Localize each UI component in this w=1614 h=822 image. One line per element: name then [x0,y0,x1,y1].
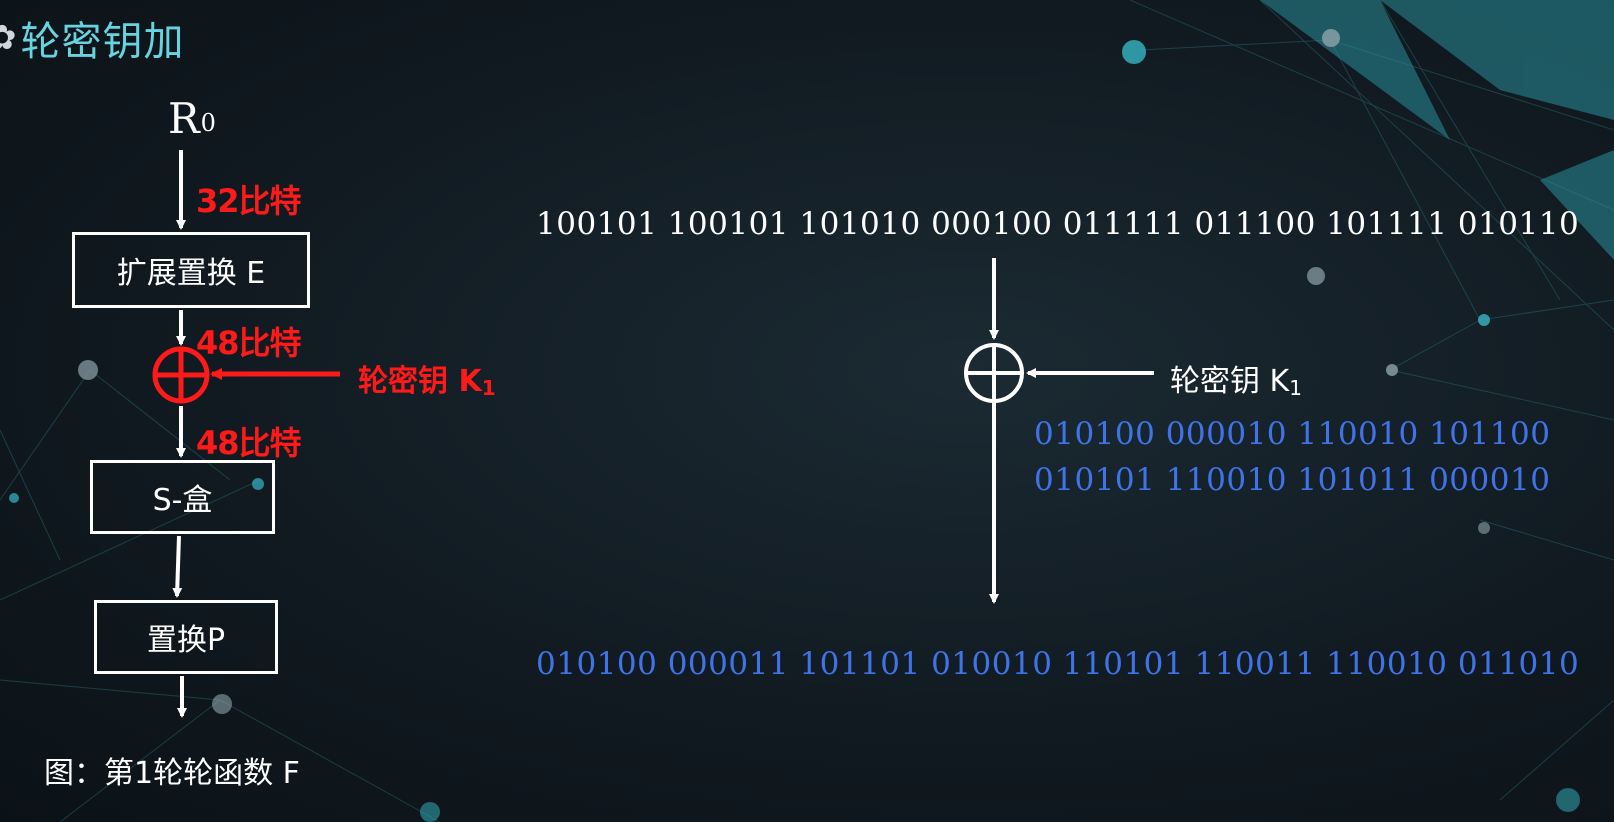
result-bits-row: 010100 000011 101101 010010 110101 11001… [536,646,1580,682]
expansion-permutation-box: 扩展置换 E [72,232,310,308]
permutation-p-label: 置换P [146,623,226,658]
input-r0-label: R0 [168,94,216,143]
s-box: S-盒 [90,460,275,534]
input-bits-row: 100101 100101 101010 000100 011111 01110… [536,206,1580,242]
flower-icon: ✿ [0,18,17,58]
s-box-label: S-盒 [152,483,213,518]
round-key-label-right: 轮密钥 K1 [1170,364,1302,400]
key-bits-line-2: 010101 110010 101011 000010 [1034,462,1551,498]
bits-48-label-top: 48比特 [196,324,302,362]
expansion-permutation-label: 扩展置换 E [116,256,266,291]
bits-48-label-bottom: 48比特 [196,424,302,462]
key-bits-line-1: 010100 000010 110010 101100 [1034,416,1551,452]
slide-title-text: 轮密钥加 [20,19,185,65]
slide-title: ✿ 轮密钥加 [0,8,185,68]
figure-caption: 图：第1轮轮函数 F [44,756,300,791]
round-key-label-left: 轮密钥 K1 [358,364,496,400]
bits-32-label: 32比特 [196,182,302,220]
permutation-p-box: 置换P [94,600,278,674]
